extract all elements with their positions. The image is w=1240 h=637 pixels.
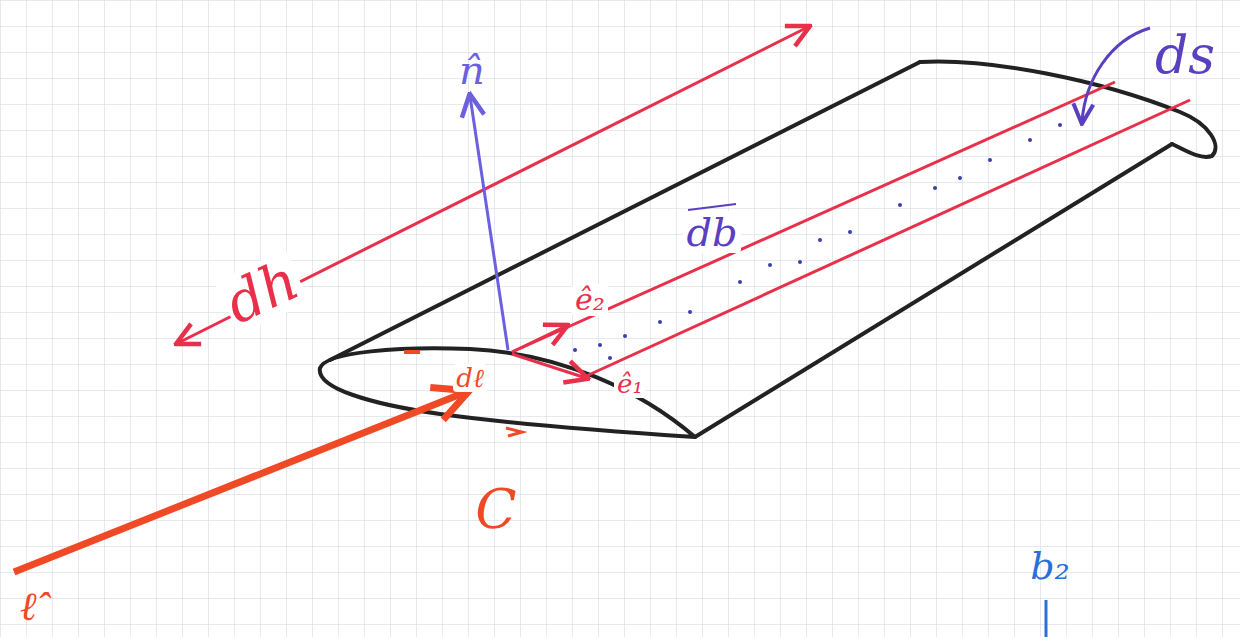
strip-edge: [512, 82, 1115, 352]
length-arrow: [178, 27, 808, 343]
axis-label: ℓ̂: [17, 585, 40, 627]
unit-vector-label: ê₁: [614, 370, 646, 398]
strip-dots: [573, 123, 1062, 360]
normal-label: n̂: [456, 49, 488, 91]
airfoil-section: [320, 348, 695, 437]
strip-edge: [582, 100, 1190, 378]
orientation-tick: [506, 428, 522, 436]
length-label: dh: [214, 249, 309, 334]
element-label: dℓ: [453, 364, 486, 392]
vector-bar: [688, 204, 736, 210]
area-label: ds: [1152, 28, 1218, 82]
curve-label: C: [472, 482, 519, 538]
orientation-tick: [404, 350, 420, 354]
normal-vector: [470, 96, 508, 350]
margin-label: b₂: [1027, 546, 1073, 586]
leader-line: [1082, 28, 1150, 122]
margin-mark: [1045, 600, 1048, 637]
unit-vector-e2: [512, 326, 566, 352]
unit-vector-label: ê₂: [572, 284, 608, 316]
airfoil-top-edge: [330, 62, 920, 360]
airfoil-trailing-edge: [695, 144, 1172, 437]
axis-vector: [14, 392, 466, 572]
unit-vector-e1: [512, 354, 586, 378]
vector-label: db: [683, 211, 740, 253]
